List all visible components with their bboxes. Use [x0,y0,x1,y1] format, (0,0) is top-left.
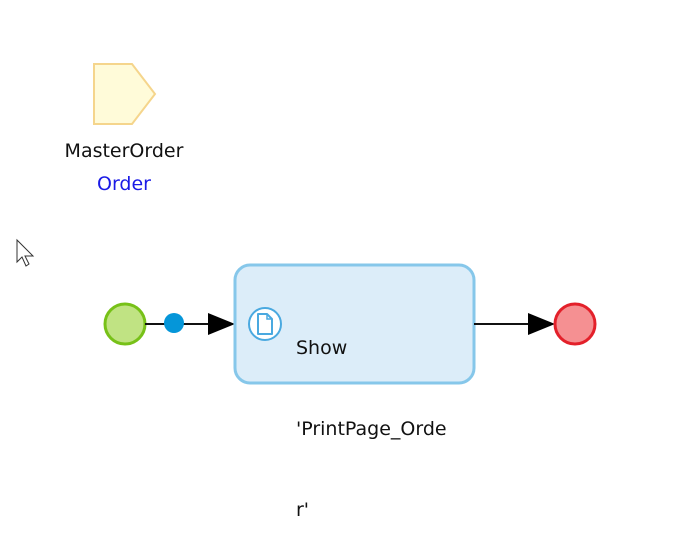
end-event[interactable] [553,302,597,346]
activity-caption-line: r' [296,499,310,521]
start-event[interactable] [103,302,147,346]
parameter-name: MasterOrder [64,140,184,162]
document-icon [248,307,282,341]
microflow-canvas [16,63,597,385]
activity-caption-line: Show [296,337,348,359]
parameter-type: Order [97,173,151,195]
parameter-shape[interactable] [93,63,157,125]
mouse-pointer-icon [16,238,35,267]
arrowhead-start [208,313,235,335]
arrowhead-end [528,313,555,335]
activity-caption: Show 'PrintPage_Orde r' [296,281,472,551]
activity-caption-line: 'PrintPage_Orde [296,418,447,440]
connector-dot[interactable] [164,313,184,333]
